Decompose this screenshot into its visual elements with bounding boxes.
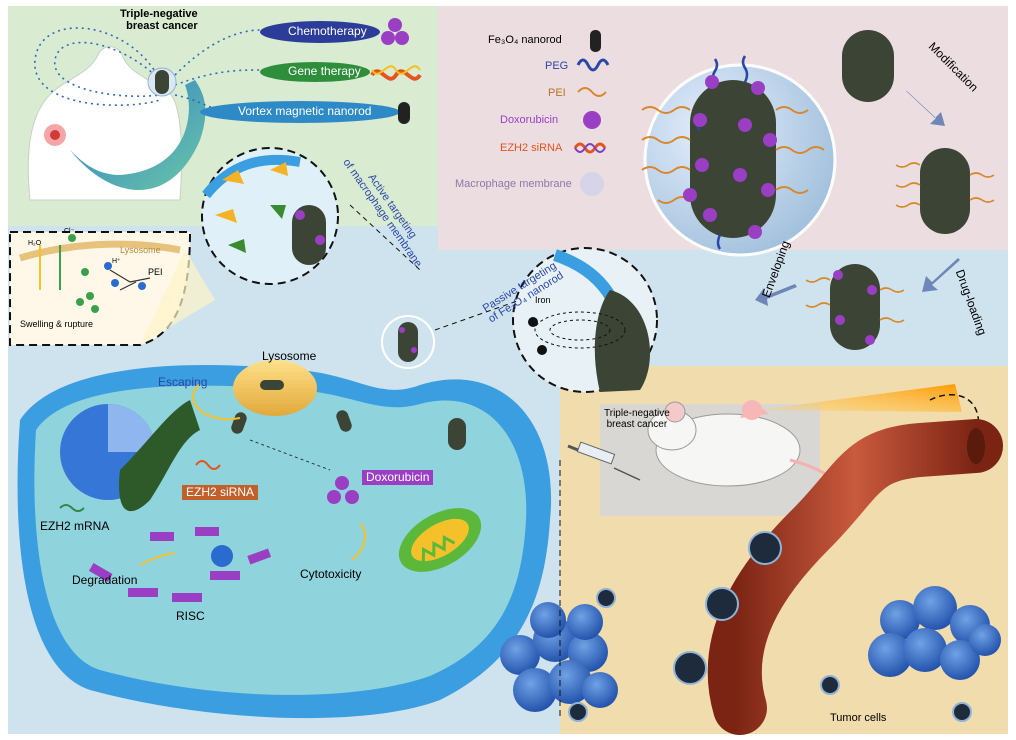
magnetic-beam (758, 384, 962, 412)
patient-illustration (27, 46, 182, 201)
cell-escaping-label: Escaping (158, 375, 208, 389)
iron-label: Iron (535, 295, 551, 305)
vortex-nanorod-icon (398, 102, 410, 124)
sirna-icon (370, 69, 422, 81)
mrna-strand (59, 504, 85, 512)
gene-therapy-label: Gene therapy (288, 64, 361, 78)
free-nanoparticles (568, 588, 972, 722)
legend-pei-label: PEI (548, 87, 566, 99)
cell-cytotoxicity-label: Cytotoxicity (300, 567, 362, 581)
passive-targeting-inset (512, 247, 658, 393)
lysosome-inset (9, 231, 192, 346)
drug-loaded-nanorod (805, 264, 905, 350)
legend-nanorod-label: Fe₃O₄ nanorod (488, 34, 562, 46)
enveloped-nanorod-large (641, 55, 837, 257)
mouse-label: Triple-negative breast cancer (604, 408, 670, 430)
magnetic-field-lines (34, 27, 261, 113)
tumor-cluster-left (500, 602, 618, 712)
peg-pei-nanorod (895, 148, 995, 234)
pei-wave-icon (577, 87, 607, 97)
legend-doxorubicin-label: Doxorubicin (500, 114, 559, 126)
released-nanorods (231, 410, 466, 450)
cell-sirna-label: EZH2 siRNA (182, 485, 259, 501)
circulating-nanoparticle (381, 315, 435, 369)
chemotherapy-pill (260, 21, 380, 43)
inset-lysosome-label: Lysosome (120, 245, 161, 255)
cell-doxorubicin-label: Doxorubicin (362, 470, 434, 486)
bare-nanorod (842, 30, 894, 102)
mouse-illustration (647, 400, 862, 511)
inset-h2o-label: H₂O (28, 240, 42, 247)
legend-sirna-label: EZH2 siRNA (500, 142, 563, 154)
cell-mrna-label: EZH2 mRNA (40, 519, 110, 533)
endoplasmic-reticulum (119, 400, 200, 512)
legend-membrane-label: Macrophage membrane (455, 178, 572, 190)
peg-coil-icon (576, 58, 610, 72)
sirna-helix-icon (573, 142, 607, 154)
risc-complex (88, 527, 272, 602)
syringe-icon (567, 441, 641, 481)
injected-nanorod-icon (147, 67, 177, 97)
cell-degradation-label: Degradation (72, 573, 138, 587)
inset-cl-label: Cl⁻ (64, 228, 75, 235)
lysosome-callout (140, 250, 215, 345)
vortex-pill (200, 101, 400, 123)
tumor-cells-label: Tumor cells (830, 712, 887, 724)
legend-peg-label: PEG (545, 60, 569, 72)
membrane-disc-icon (580, 172, 604, 196)
gene-therapy-pill (260, 62, 370, 82)
inset-pei-label: PEI (148, 267, 163, 277)
tumor-cluster-right (868, 586, 1001, 680)
sirna-strand (195, 460, 221, 470)
synthesis-arrows (755, 90, 960, 306)
nanorod-icon (590, 30, 601, 52)
cell-lysosome-label: Lysosome (262, 349, 317, 363)
doxorubicin-molecules (327, 476, 359, 504)
mitochondrion (398, 508, 482, 572)
chemotherapy-label: Chemotherapy (288, 24, 367, 38)
inset-swelling-label: Swelling & rupture (20, 319, 94, 329)
cell-risc-label: RISC (176, 609, 205, 623)
tumor-cell (17, 360, 552, 719)
active-targeting-inset (201, 147, 339, 285)
doxorubicin-cluster-icon (381, 18, 409, 45)
vortex-label: Vortex magnetic nanorod (238, 104, 372, 118)
doxorubicin-sphere-icon (583, 111, 601, 129)
patient-label: Triple-negative breast cancer (120, 8, 198, 33)
magnetic-arm (70, 80, 206, 190)
blood-vessel (673, 419, 1003, 735)
mouse-tumor (742, 400, 762, 420)
inset-h-label: H⁺ (112, 258, 121, 265)
